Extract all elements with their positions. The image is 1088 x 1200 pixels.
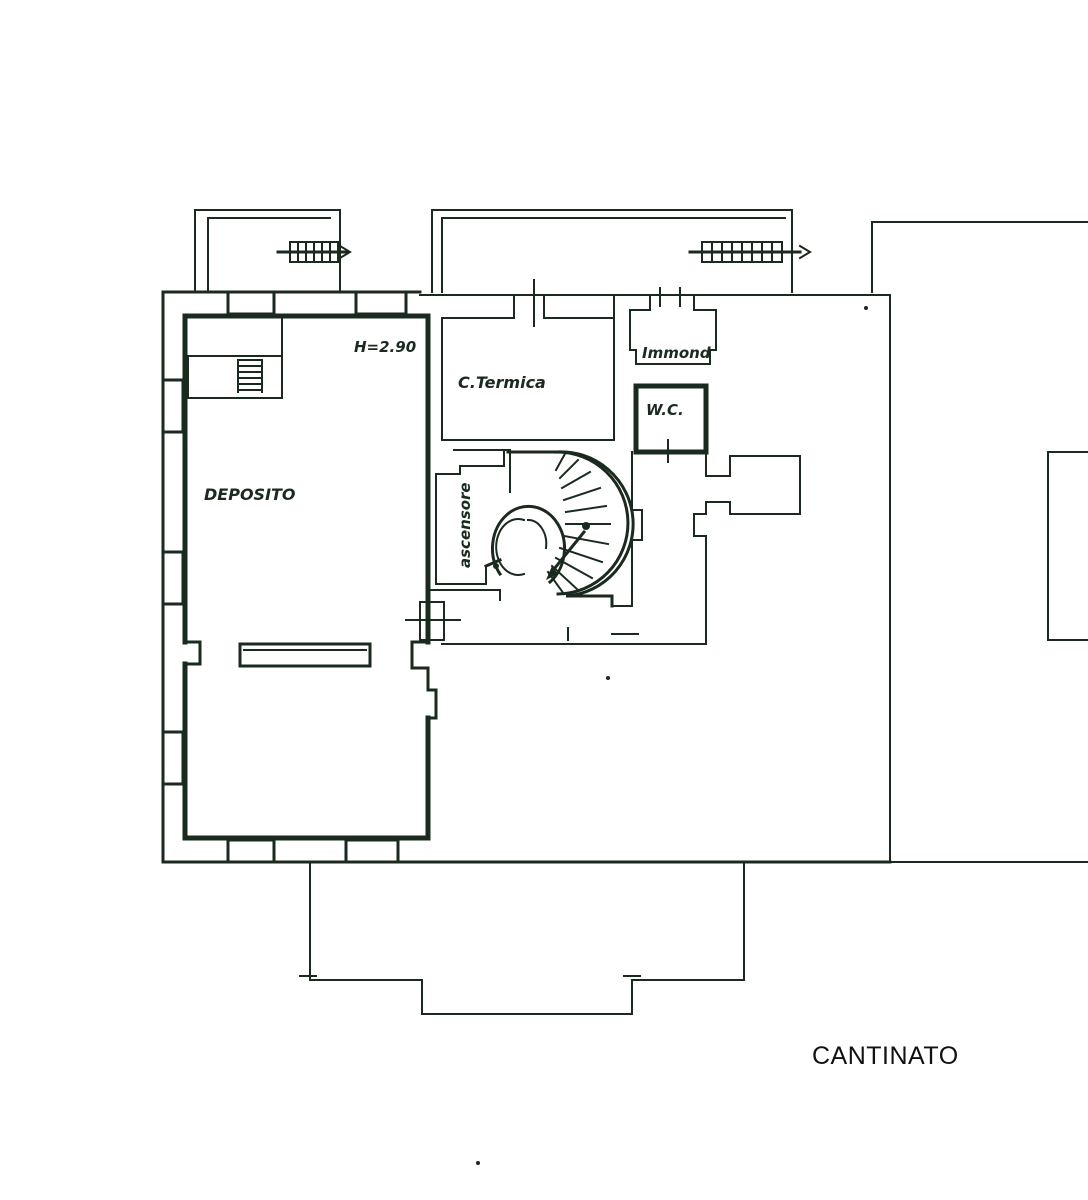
centrale-termica-room <box>441 279 615 441</box>
plan-title: CANTINATO <box>812 1042 959 1070</box>
deposito-room <box>161 290 438 864</box>
ascensore-label: ascensore <box>456 482 474 568</box>
lift-and-stair <box>427 449 635 608</box>
scan-speck <box>476 1161 480 1165</box>
scan-speck <box>864 306 868 310</box>
deposito-label: DEPOSITO <box>204 485 296 504</box>
stair-right-top <box>688 241 812 263</box>
wc-label: W.C. <box>646 401 684 419</box>
immondizie-label: Immond <box>642 344 711 362</box>
stair-left-top <box>276 241 352 263</box>
top-light-wells <box>194 209 812 293</box>
height-label: H=2.90 <box>354 338 416 356</box>
bottom-terrace <box>299 861 745 1015</box>
stair-deposito <box>237 359 263 393</box>
outer-walls <box>161 221 1088 864</box>
centrale-termica-label: C.Termica <box>458 373 546 392</box>
passage-markers <box>405 601 610 680</box>
